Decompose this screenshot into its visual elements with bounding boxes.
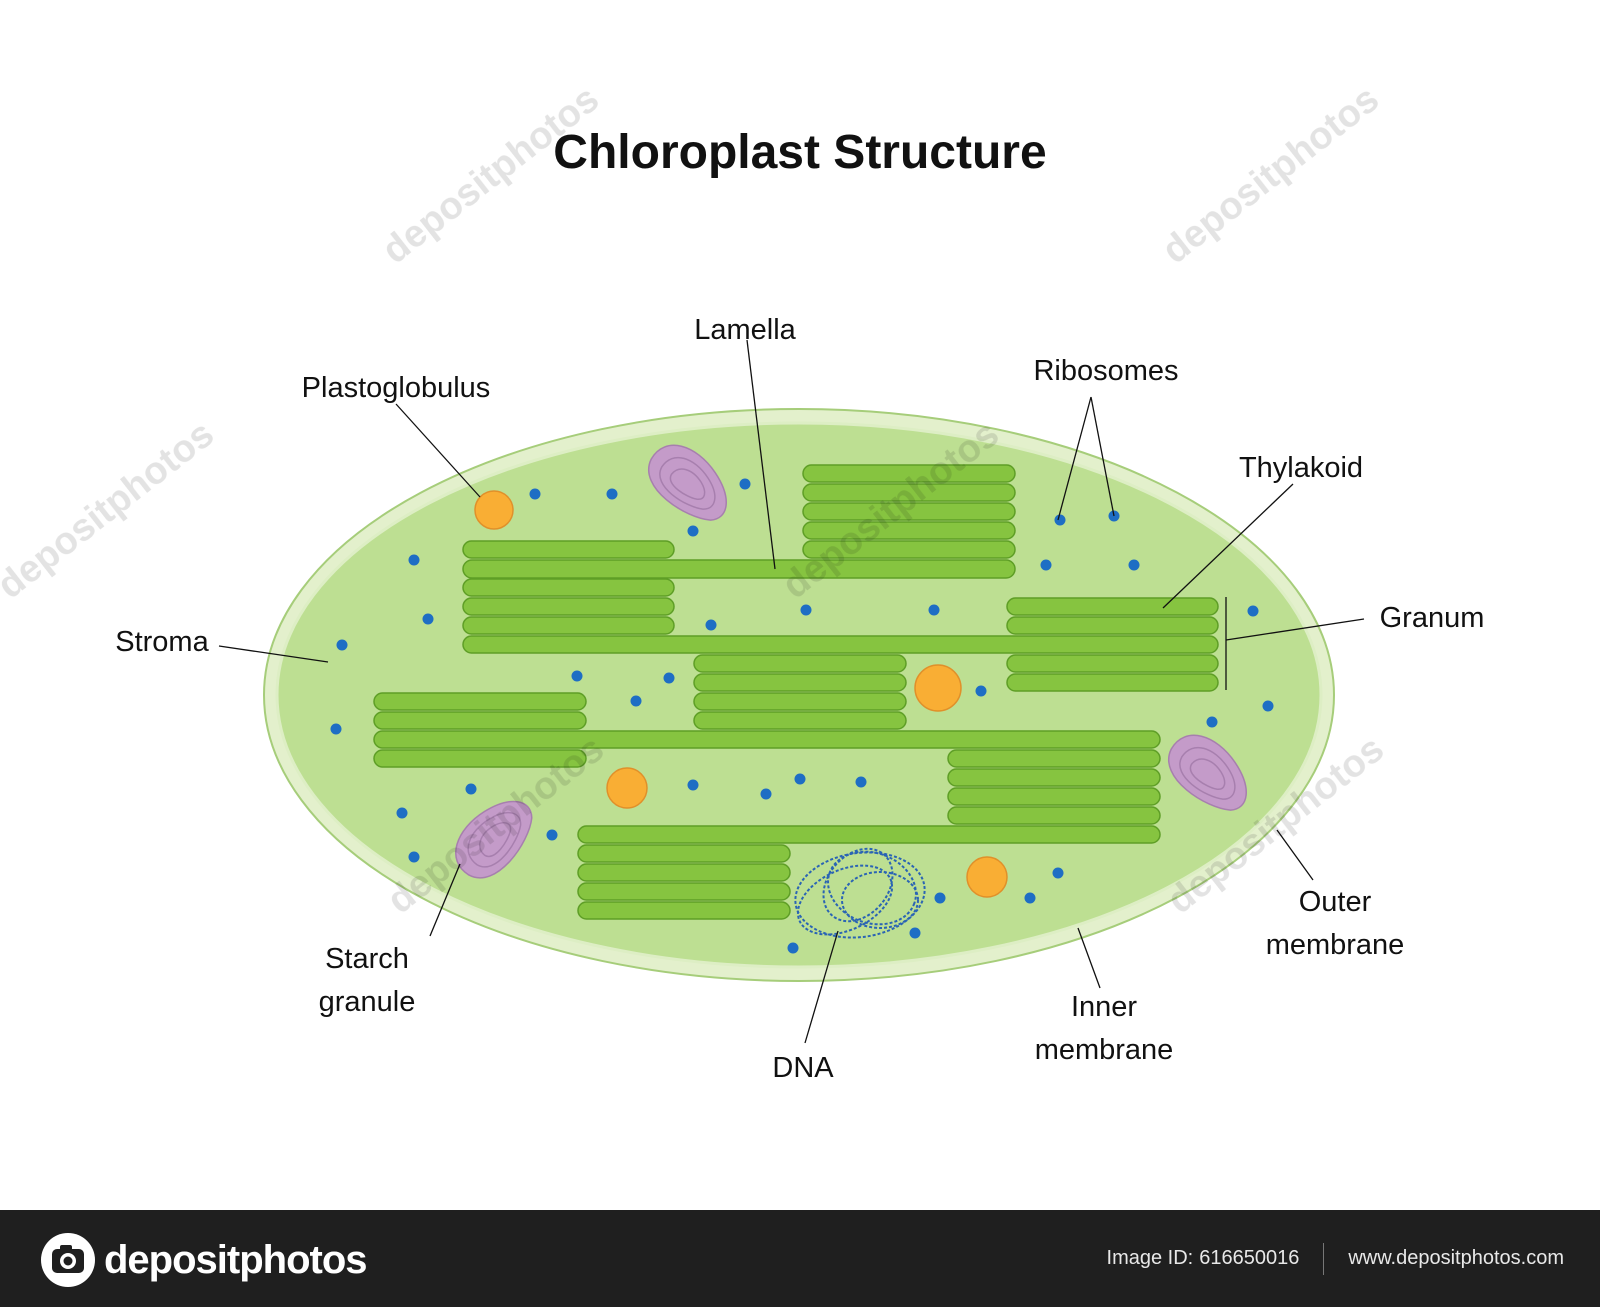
label-inner-membrane-line1: Inner [1071,991,1137,1023]
label-thylakoid: Thylakoid [1239,452,1363,484]
ribosome [422,613,434,625]
starch-granules [455,444,1247,879]
labels: Lamella Plastoglobulus Ribosomes Thylako… [115,314,1484,1084]
footer-brand-name: depositphotos [104,1237,368,1282]
ribosome [1247,605,1259,617]
chloroplast-diagram: Chloroplast Structure [0,78,1484,1084]
plastoglobuli [474,490,1008,898]
plastoglobulus [606,767,648,809]
granum-top-center [802,464,1016,559]
granum-bottom-left [577,844,791,920]
granum-upper-left [462,540,675,635]
ribosome [800,604,812,616]
lamella-d [577,825,1161,844]
ribosome [909,927,921,939]
ribosome [663,672,675,684]
lamella-a [462,559,1016,579]
ribosome [571,670,583,682]
lamella-b [462,635,1219,654]
image-id-label: Image ID: [1106,1247,1194,1269]
ribosome [794,773,806,785]
plastoglobulus [966,856,1008,898]
ribosome [1128,559,1140,571]
label-plastoglobulus: Plastoglobulus [302,372,491,404]
label-dna: DNA [772,1052,834,1084]
label-outer-membrane-line1: Outer [1299,886,1372,918]
ribosome [408,851,420,863]
label-ribosomes: Ribosomes [1033,355,1178,387]
ribosomes [330,478,1274,954]
granum-left [373,692,587,768]
ribosome [529,488,541,500]
ribosome [928,604,940,616]
site-link[interactable]: www.depositphotos.com [1348,1247,1564,1269]
footer-divider [1323,1242,1325,1275]
ribosome [739,478,751,490]
starch-granule [455,800,533,879]
ribosome [408,554,420,566]
watermark: depositphotos [0,413,222,607]
granum-right [1006,597,1219,692]
dna [794,847,926,939]
label-granum: Granum [1380,602,1485,634]
thylakoid-system [373,464,1219,920]
label-lamella: Lamella [694,314,796,346]
ribosome [760,788,772,800]
footer-meta: Image ID: 616650016 www.depositphotos.co… [1107,1210,1564,1307]
ribosome [1052,867,1064,879]
ribosome [1206,716,1218,728]
ribosome [1024,892,1036,904]
ribosome [330,723,342,735]
label-starch-granule-line2: granule [319,986,416,1018]
ribosome [1054,514,1066,526]
label-stroma: Stroma [115,626,209,658]
ribosome [336,639,348,651]
plastoglobulus [914,664,962,712]
ribosome [1262,700,1274,712]
ribosome [630,695,642,707]
ribosome [975,685,987,697]
camera-logo-icon [41,1233,95,1287]
footer-bar: depositphotos Image ID: 616650016 www.de… [0,1210,1600,1307]
granum-center [693,654,907,730]
leader-lines [218,339,1365,1044]
image-id-value: 616650016 [1199,1247,1300,1269]
ribosome [606,488,618,500]
granum-lower-right [947,749,1161,825]
ribosome [396,807,408,819]
ribosome [855,776,867,788]
plastoglobulus [474,490,514,530]
label-outer-membrane-line2: membrane [1266,929,1405,961]
ribosome [1040,559,1052,571]
ribosome [465,783,477,795]
ribosome [687,779,699,791]
label-inner-membrane-line2: membrane [1035,1034,1174,1066]
ribosome [787,942,799,954]
starch-granule [1168,734,1247,811]
label-starch-granule-line1: Starch [325,943,409,975]
ribosome [705,619,717,631]
lamella-c [373,730,1161,749]
watermark: depositphotos [1155,78,1387,272]
page-title: Chloroplast Structure [553,126,1046,179]
ribosome [546,829,558,841]
ribosome [934,892,946,904]
ribosome [687,525,699,537]
footer-brand[interactable]: depositphotos [40,1232,368,1288]
starch-granule [648,444,727,521]
